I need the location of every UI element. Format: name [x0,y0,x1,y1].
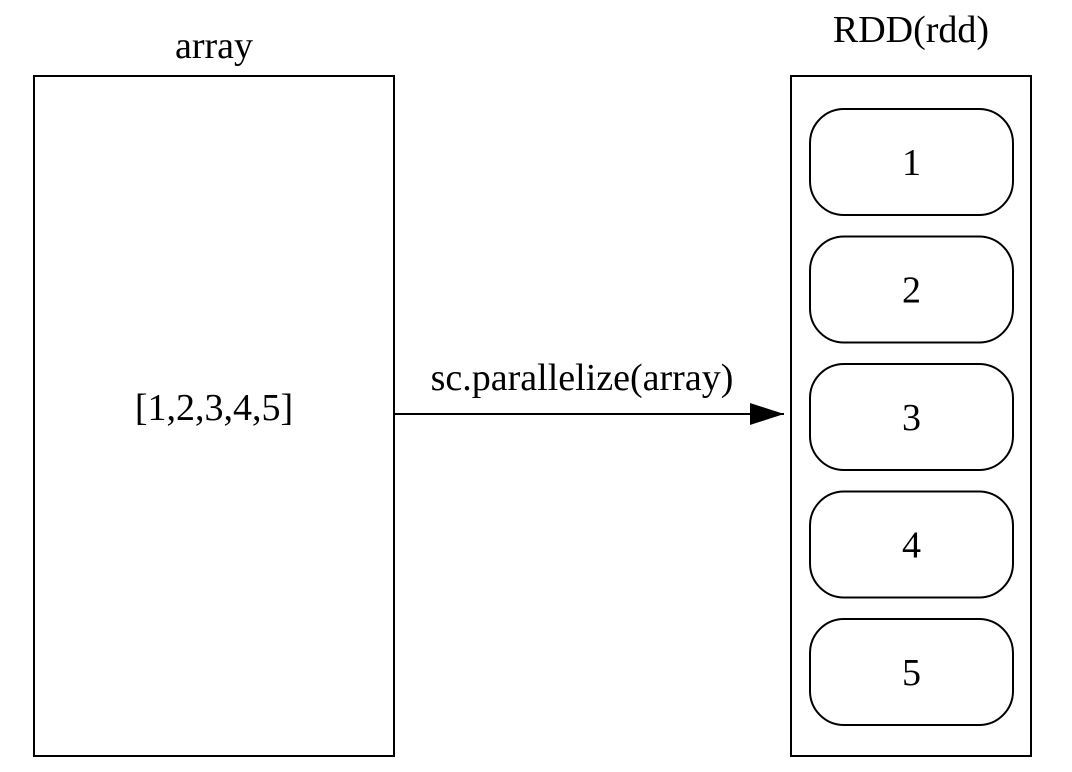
parallelize-label: sc.parallelize(array) [431,357,734,399]
rdd-partition-label: 1 [902,142,921,184]
rdd-partition-label: 2 [902,270,921,312]
parallelize-edge: sc.parallelize(array) [394,357,784,425]
array-box [33,75,395,757]
rdd-partitions: 1 2 3 4 5 [809,108,1014,726]
rdd-partition: 2 [809,235,1014,344]
rdd-partition: 4 [809,490,1014,599]
rdd-partition: 1 [809,108,1014,216]
rdd-partition-pill [809,108,1014,216]
rdd-partition: 5 [809,618,1014,726]
rdd-node: RDD(rdd) 1 2 3 4 5 [790,9,1032,757]
rdd-partition-label: 3 [902,397,921,439]
rdd-partition-label: 4 [902,525,921,567]
rdd-partition-pill [809,618,1014,726]
rdd-partition-pill [809,490,1014,599]
rdd-partition: 3 [809,363,1014,471]
array-contents: [1,2,3,4,5] [135,387,293,429]
rdd-partition-label: 5 [902,652,921,694]
array-title: array [175,25,253,67]
rdd-partition-pill [809,235,1014,344]
rdd-title: RDD(rdd) [833,9,989,51]
rdd-partition-pill [809,363,1014,471]
array-node: array [1,2,3,4,5] [33,25,395,757]
